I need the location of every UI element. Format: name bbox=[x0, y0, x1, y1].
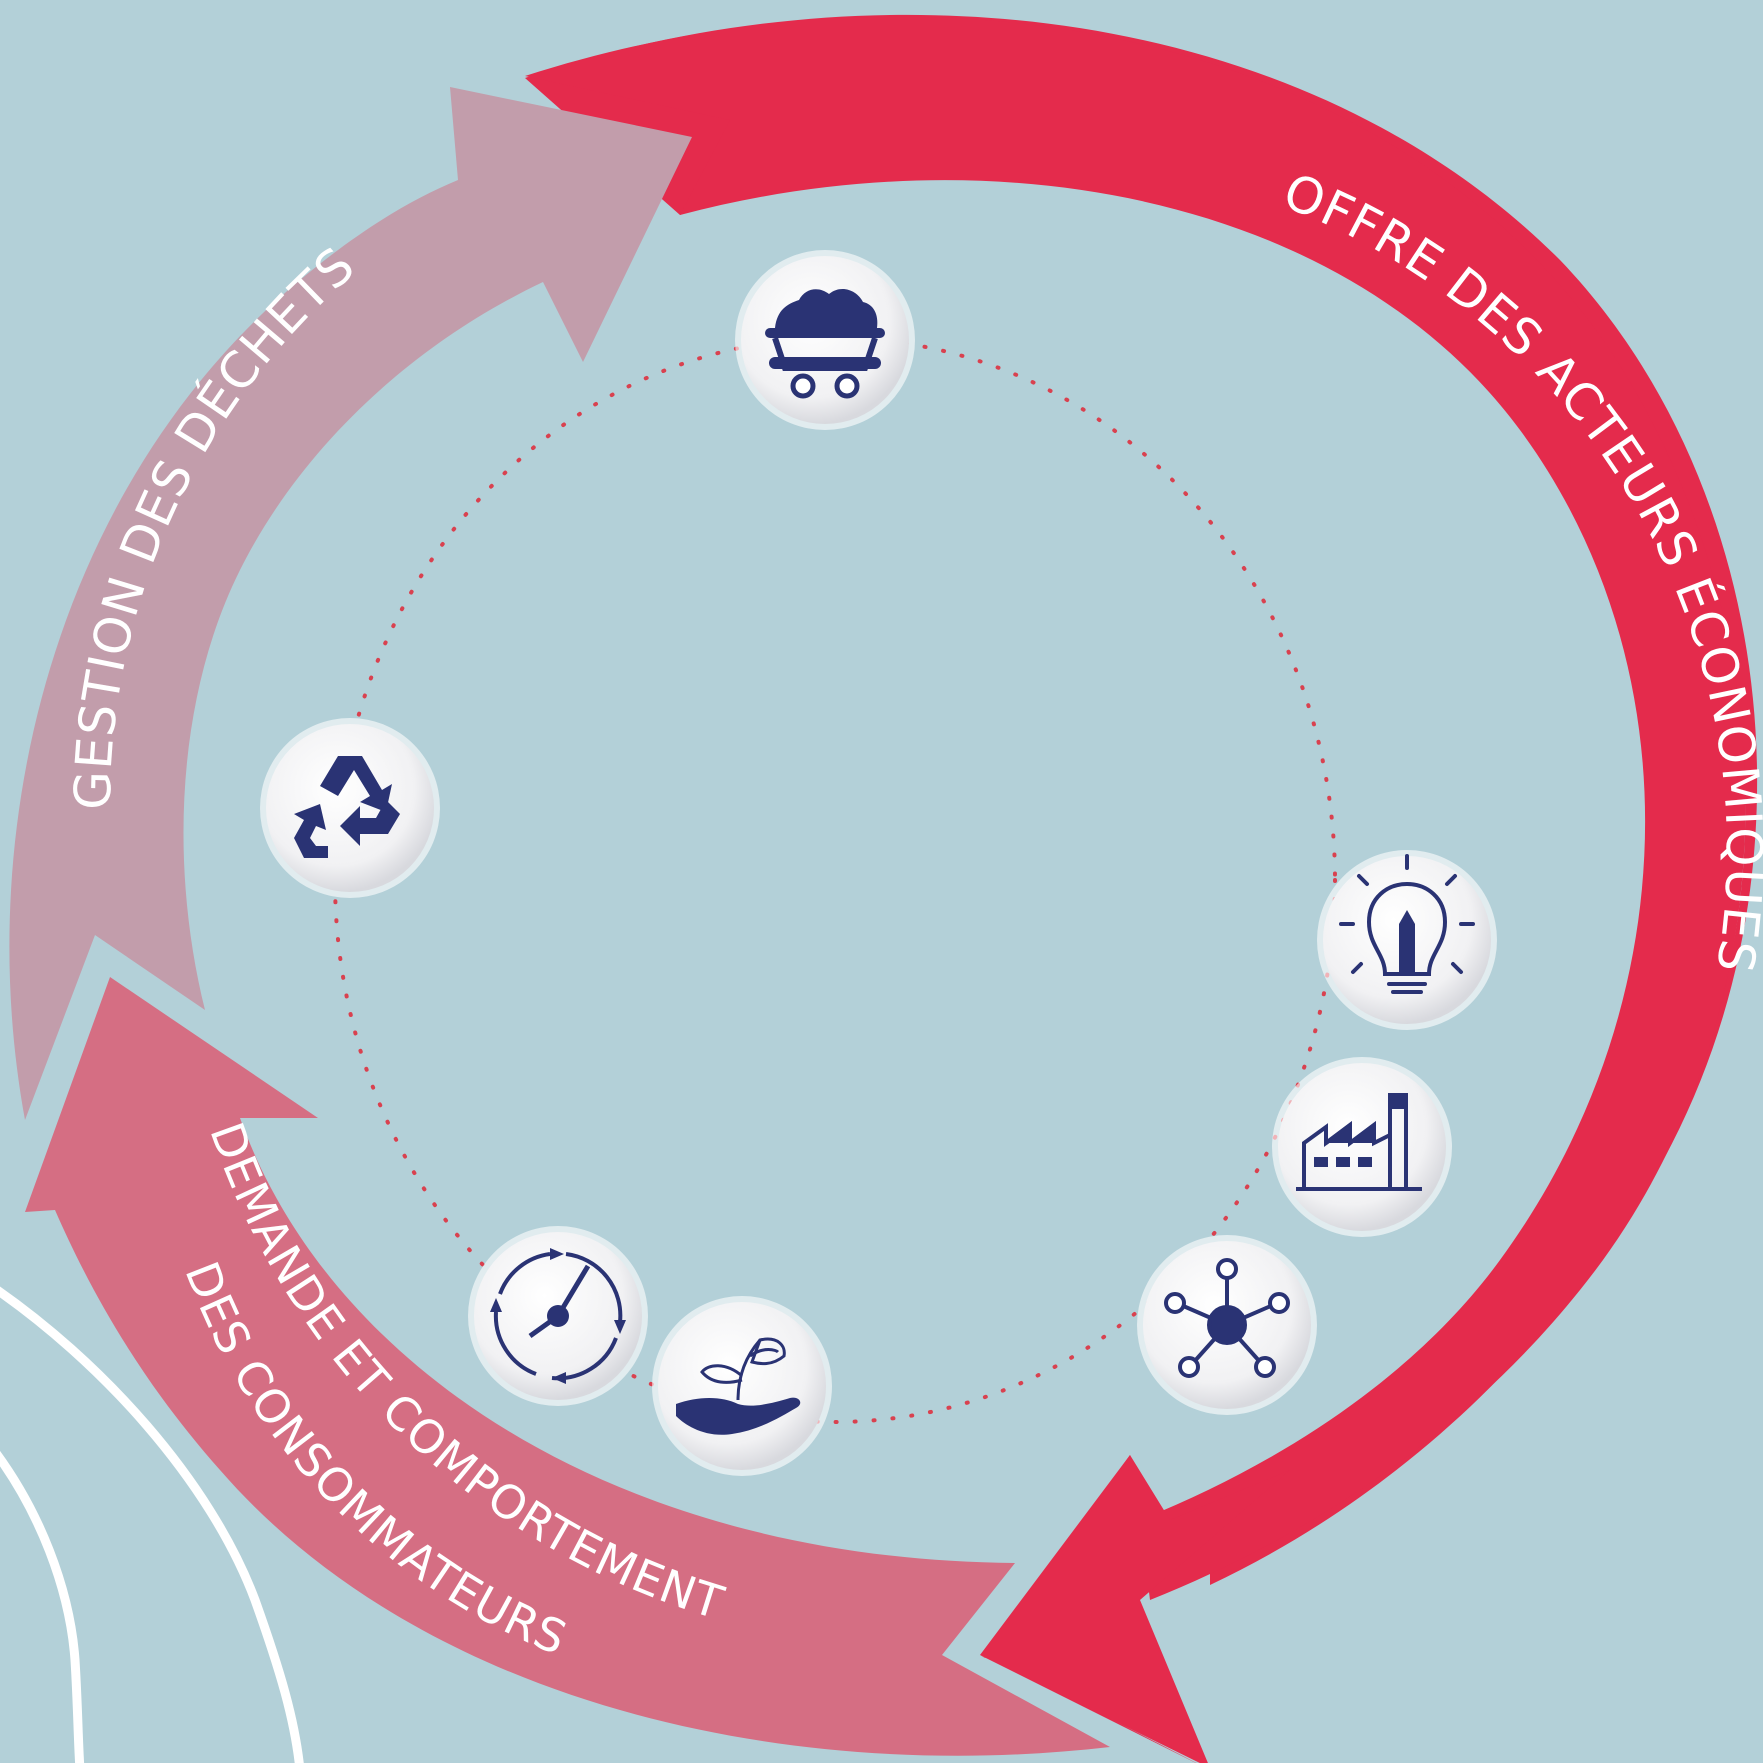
dotted-inner-ring bbox=[333, 336, 1337, 1424]
decorative-outline-inner bbox=[0, 1450, 85, 1763]
network-hub-icon bbox=[1137, 1235, 1317, 1415]
demande-arrow bbox=[25, 977, 1110, 1756]
offre-arrow-tip bbox=[980, 1455, 1290, 1763]
recycle-icon bbox=[260, 718, 440, 898]
gestion-arrow bbox=[9, 87, 693, 1120]
mine-cart-icon bbox=[735, 250, 915, 430]
factory-icon bbox=[1272, 1057, 1452, 1237]
lightbulb-pencil-icon bbox=[1317, 850, 1497, 1030]
hand-plant-icon bbox=[652, 1296, 832, 1476]
decorative-outline-outer bbox=[0, 1286, 304, 1763]
clock-cycle-icon bbox=[468, 1226, 648, 1406]
